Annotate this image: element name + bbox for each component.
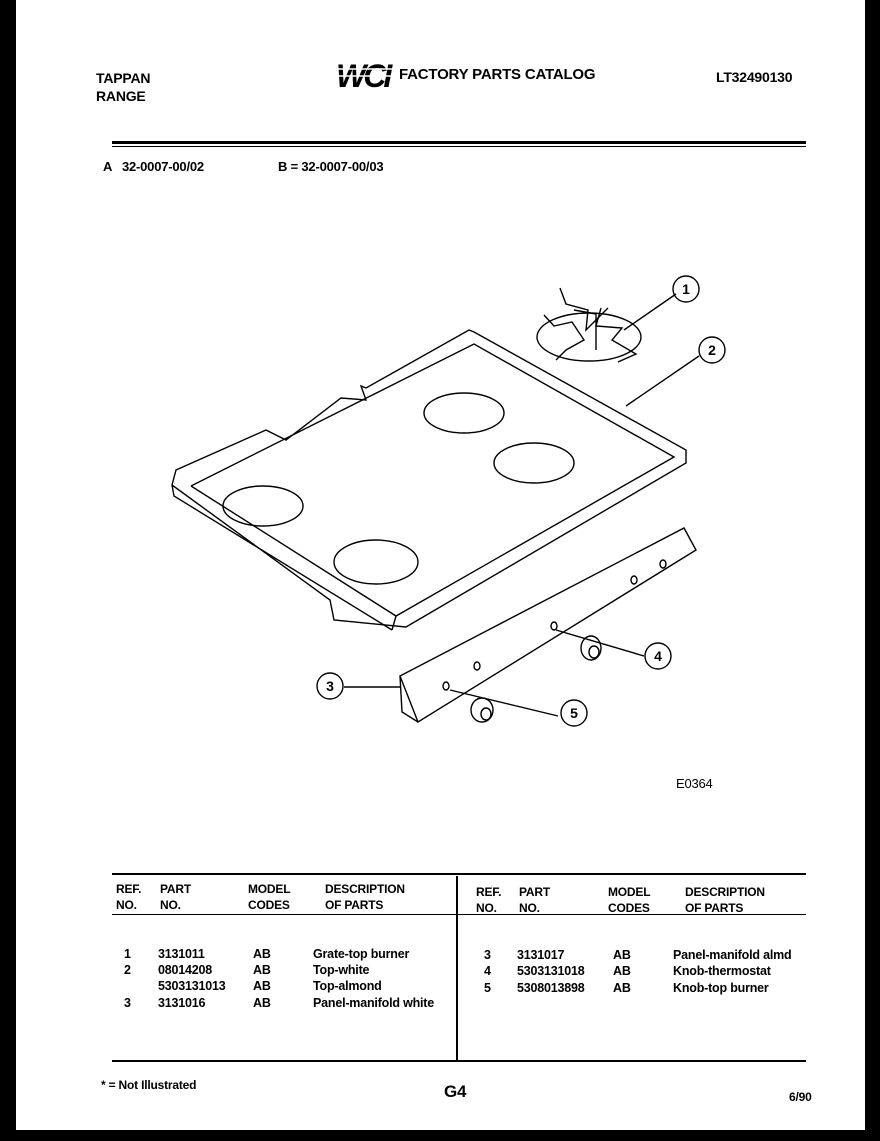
variant-b: B = 32-0007-00/03	[278, 159, 384, 174]
footnote: * = Not Illustrated	[101, 1078, 197, 1092]
drawing-id: E0364	[676, 776, 713, 791]
header-rule	[112, 141, 806, 144]
cooktop-inner-rim	[190, 343, 676, 617]
row-ref: 3	[124, 996, 131, 1010]
svg-text:WCI: WCI	[336, 58, 393, 92]
header-ref-right: REF.NO.	[476, 885, 502, 915]
cooktop-outline	[171, 329, 687, 628]
table-header-rule	[112, 914, 806, 915]
header-rule-thin	[112, 146, 806, 147]
brand-name: TAPPAN	[96, 70, 151, 86]
product-name: RANGE	[96, 88, 146, 104]
row-codes: AB	[253, 996, 271, 1010]
row-desc: Top-white	[313, 963, 370, 977]
variant-a: A 32-0007-00/02	[103, 159, 204, 174]
table-bottom-rule	[112, 1060, 806, 1062]
row-codes: AB	[253, 947, 271, 961]
callout-2: 2	[708, 342, 716, 358]
row-desc: Knob-top burner	[673, 981, 769, 995]
table-top-rule	[112, 873, 806, 875]
row-part: 3131011	[158, 947, 205, 961]
callout-3: 3	[326, 678, 334, 694]
row-ref: 3	[484, 948, 491, 962]
callout-5: 5	[570, 705, 578, 721]
catalog-title: FACTORY PARTS CATALOG	[399, 66, 596, 83]
row-desc: Grate-top burner	[313, 947, 410, 961]
row-part: 5303131013	[158, 979, 226, 993]
row-codes: AB	[253, 979, 271, 993]
row-codes: AB	[613, 981, 631, 995]
row-ref: 4	[484, 964, 491, 978]
row-codes: AB	[253, 963, 271, 977]
row-codes: AB	[613, 964, 631, 978]
row-ref: 5	[484, 981, 491, 995]
row-desc: Knob-thermostat	[673, 964, 771, 978]
brand-block: TAPPAN RANGE	[96, 69, 150, 105]
row-part: 5308013898	[517, 981, 585, 995]
row-part: 3131017	[517, 948, 565, 962]
row-desc: Top-almond	[313, 979, 382, 993]
exploded-diagram: 1 2 3 4 5	[171, 275, 726, 727]
print-date: 6/90	[789, 1090, 812, 1104]
row-codes: AB	[613, 948, 631, 962]
page-code: G4	[444, 1082, 467, 1101]
header-ref: REF.NO.	[116, 882, 142, 912]
row-part: 5303131018	[517, 964, 585, 978]
row-desc: Panel-manifold almd	[673, 948, 792, 962]
model-number: LT32490130	[716, 69, 793, 85]
grate	[536, 287, 642, 363]
callout-4: 4	[654, 648, 662, 664]
wci-logo: WCI	[336, 58, 398, 92]
row-part: 3131016	[158, 996, 206, 1010]
row-part: 08014208	[158, 963, 213, 977]
catalog-page: TAPPAN RANGE WCI FACTORY PARTS CATALOG L…	[16, 0, 865, 1130]
manifold-panel	[399, 527, 697, 724]
row-desc: Panel-manifold white	[313, 996, 435, 1010]
row-ref: 2	[124, 963, 131, 977]
knob-thermostat	[580, 635, 602, 661]
knob-top-burner	[470, 697, 494, 723]
row-ref: 1	[124, 947, 131, 961]
table-divider	[456, 876, 458, 1062]
callout-1: 1	[682, 281, 690, 297]
